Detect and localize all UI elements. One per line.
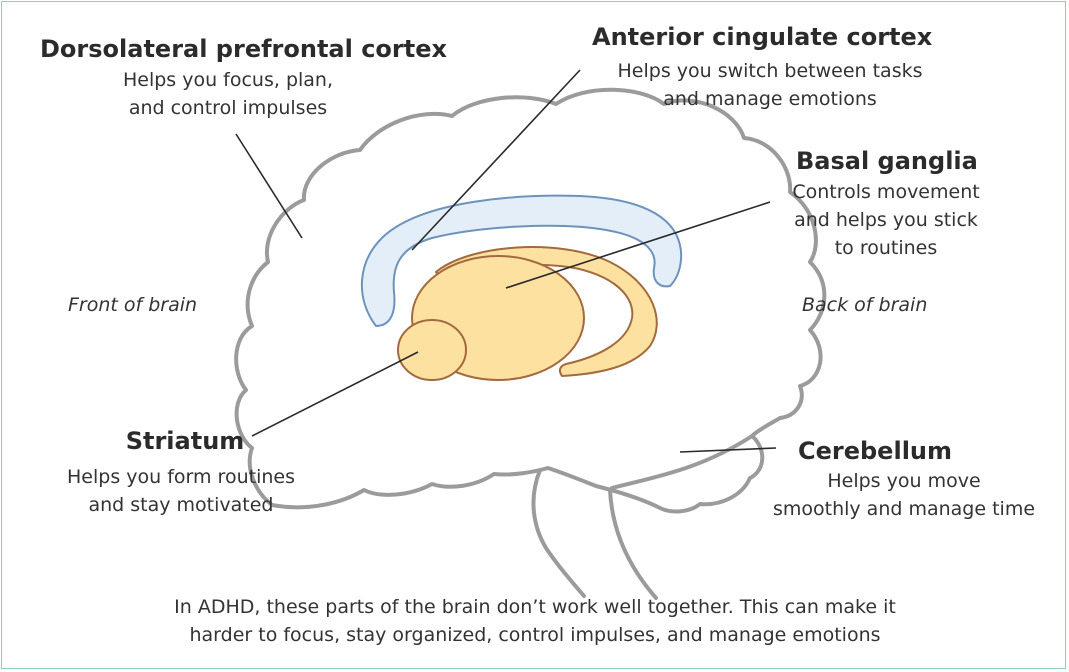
dlpfc-desc-2: and control impulses — [88, 97, 368, 121]
acc-desc-1: Helps you switch between tasks — [580, 60, 960, 84]
striatum-desc-2: and stay motivated — [26, 494, 336, 518]
caption-line-1: In ADHD, these parts of the brain don’t … — [20, 596, 1050, 620]
front-of-brain-label: Front of brain — [68, 294, 197, 318]
caption-line-2: harder to focus, stay organized, control… — [20, 624, 1050, 648]
cerebellum-desc-1: Helps you move — [756, 470, 1052, 494]
leader-striatum — [252, 352, 418, 436]
brainstem-outline — [533, 470, 584, 596]
acc-title: Anterior cingulate cortex — [592, 22, 932, 52]
cerebellum-desc-2: smoothly and manage time — [756, 498, 1052, 522]
striatum-shape — [398, 320, 466, 380]
basal-desc-1: Controls movement — [766, 181, 1006, 205]
leader-dlpfc — [236, 134, 302, 238]
cerebellum-divider — [612, 436, 752, 488]
basal-desc-3: to routines — [766, 237, 1006, 261]
acc-desc-2: and manage emotions — [580, 88, 960, 112]
striatum-title: Striatum — [40, 426, 330, 456]
cerebellum-title: Cerebellum — [798, 436, 952, 466]
striatum-desc-1: Helps you form routines — [26, 466, 336, 490]
back-of-brain-label: Back of brain — [802, 294, 927, 318]
dlpfc-desc-1: Helps you focus, plan, — [88, 69, 368, 93]
basal-title: Basal ganglia — [796, 146, 978, 176]
brainstem-outline-back — [610, 490, 656, 598]
dlpfc-title: Dorsolateral prefrontal cortex — [40, 34, 447, 64]
basal-desc-2: and helps you stick — [766, 209, 1006, 233]
